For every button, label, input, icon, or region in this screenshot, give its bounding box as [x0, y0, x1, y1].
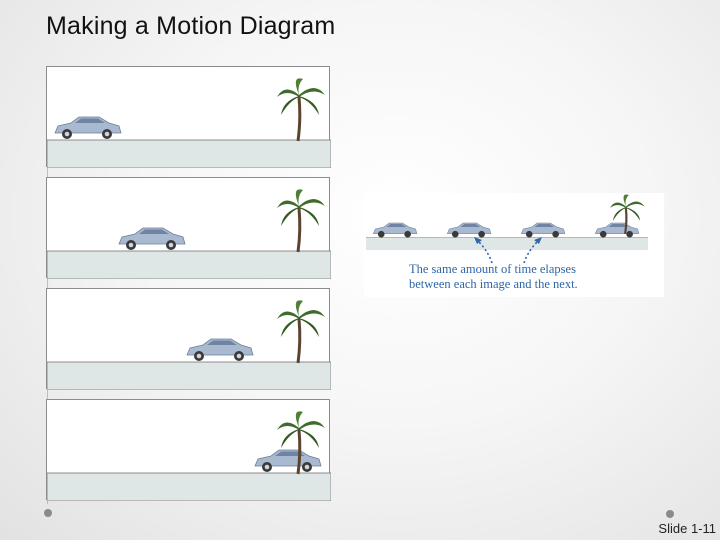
frame-2 — [46, 177, 330, 278]
frame-3-scene — [47, 289, 331, 390]
frame-1 — [46, 66, 330, 167]
bullet-dot-right — [666, 510, 674, 518]
car-icon — [55, 117, 121, 139]
page-title: Making a Motion Diagram — [46, 12, 335, 41]
car-icon — [373, 223, 417, 238]
caption: The same amount of time elapses between … — [409, 262, 649, 292]
car-icon — [187, 339, 253, 361]
ground — [47, 362, 331, 390]
car-icon — [447, 223, 491, 238]
slide-number: Slide 1-11 — [658, 521, 716, 536]
frame-2-scene — [47, 178, 331, 279]
car-icon — [119, 228, 185, 250]
ground — [47, 140, 331, 168]
frame-4 — [46, 399, 330, 500]
frame-4-scene — [47, 400, 331, 501]
bullet-dot-left — [44, 509, 52, 517]
car-icon — [595, 223, 639, 238]
ground — [366, 238, 648, 250]
frame-1-scene — [47, 67, 331, 168]
ground — [47, 251, 331, 279]
palm-tree-icon — [277, 300, 325, 363]
palm-tree-icon — [277, 78, 325, 141]
frame-3 — [46, 288, 330, 389]
car-icon — [521, 223, 565, 238]
palm-tree-icon — [277, 189, 325, 252]
car-icon — [255, 450, 321, 472]
caption-line-2: between each image and the next. — [409, 277, 649, 292]
caption-line-1: The same amount of time elapses — [409, 262, 649, 277]
ground — [47, 473, 331, 501]
